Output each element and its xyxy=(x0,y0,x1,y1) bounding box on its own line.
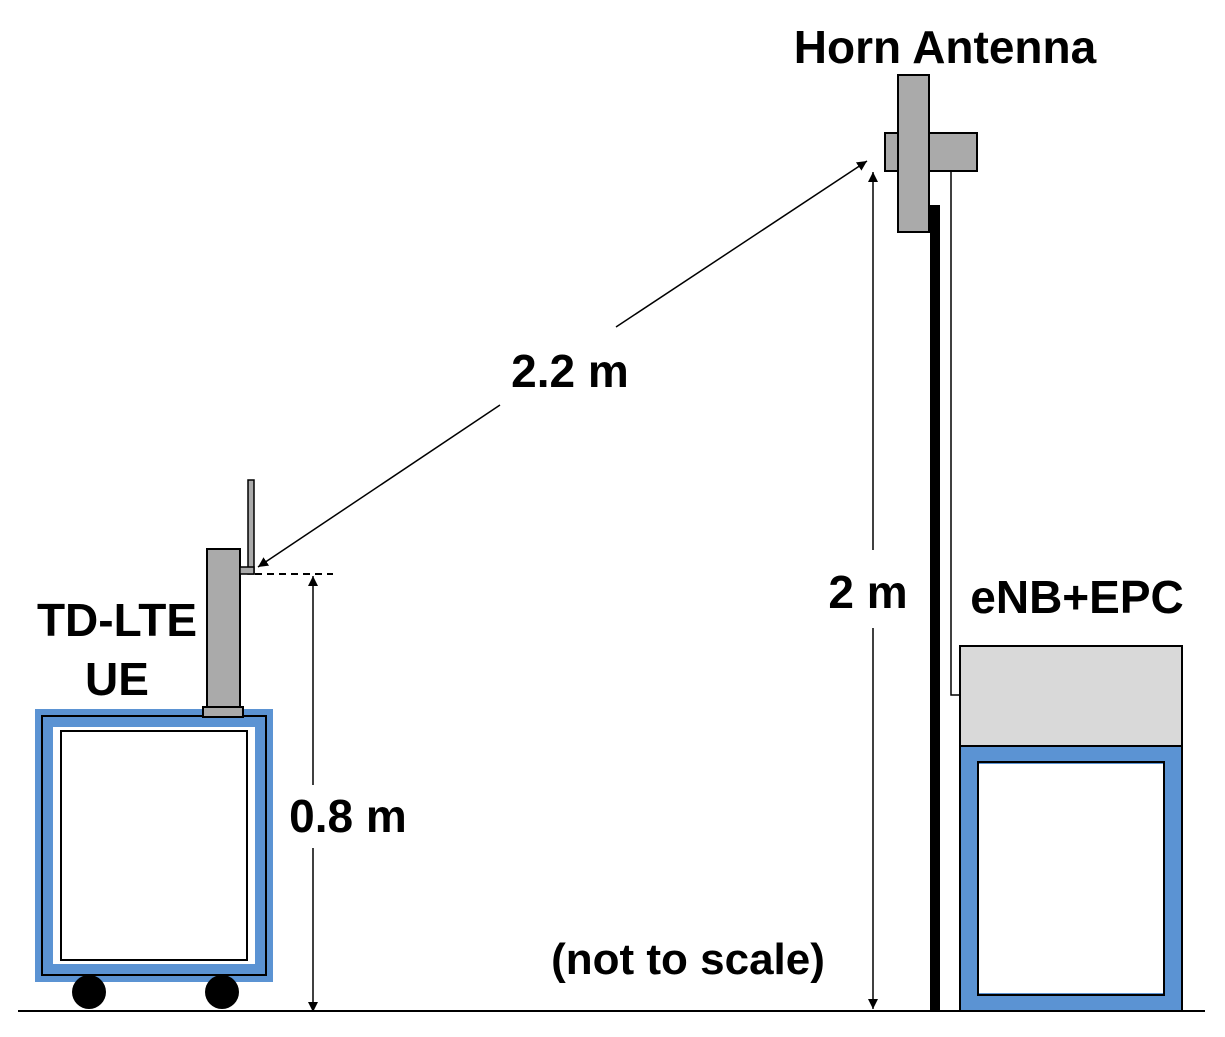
ue-cart-frame xyxy=(35,709,273,982)
ue-cart-frame-outline-outer xyxy=(41,715,267,976)
wheel-icon xyxy=(72,975,106,1009)
enb-epc-cabinet xyxy=(959,645,1183,1012)
distance-label: 2.2 m xyxy=(511,345,629,397)
ue-device-base xyxy=(202,706,244,718)
ue-cart xyxy=(35,709,273,1009)
distance-arrow-upper xyxy=(615,160,868,328)
horn-antenna-label: Horn Antenna xyxy=(794,21,1097,73)
enb-epc-label: eNB+EPC xyxy=(970,571,1183,623)
ue-antenna-mount xyxy=(239,566,255,575)
scale-note: (not to scale) xyxy=(551,935,825,984)
ue-cart-frame-outline-inner xyxy=(60,730,248,961)
ue-device xyxy=(202,479,255,718)
ue-antenna-icon xyxy=(247,479,255,575)
ue-device-body xyxy=(206,548,241,708)
wheel-icon xyxy=(205,975,239,1009)
ue-height-label: 0.8 m xyxy=(289,790,407,842)
mast-pole xyxy=(930,205,940,1011)
ue-label-line2: UE xyxy=(85,653,149,705)
enb-cart-frame-outline-inner xyxy=(977,761,1165,996)
enb-cart-frame-outline-outer xyxy=(959,745,1183,1012)
enb-cart-frame xyxy=(960,746,1182,1011)
horn-antenna xyxy=(884,74,993,1011)
enb-epc-box xyxy=(959,645,1183,748)
horn-antenna-icon xyxy=(897,74,930,233)
ue-label-line1: TD-LTE xyxy=(37,594,197,646)
antenna-height-label: 2 m xyxy=(828,566,907,618)
distance-arrow-lower xyxy=(257,404,501,568)
